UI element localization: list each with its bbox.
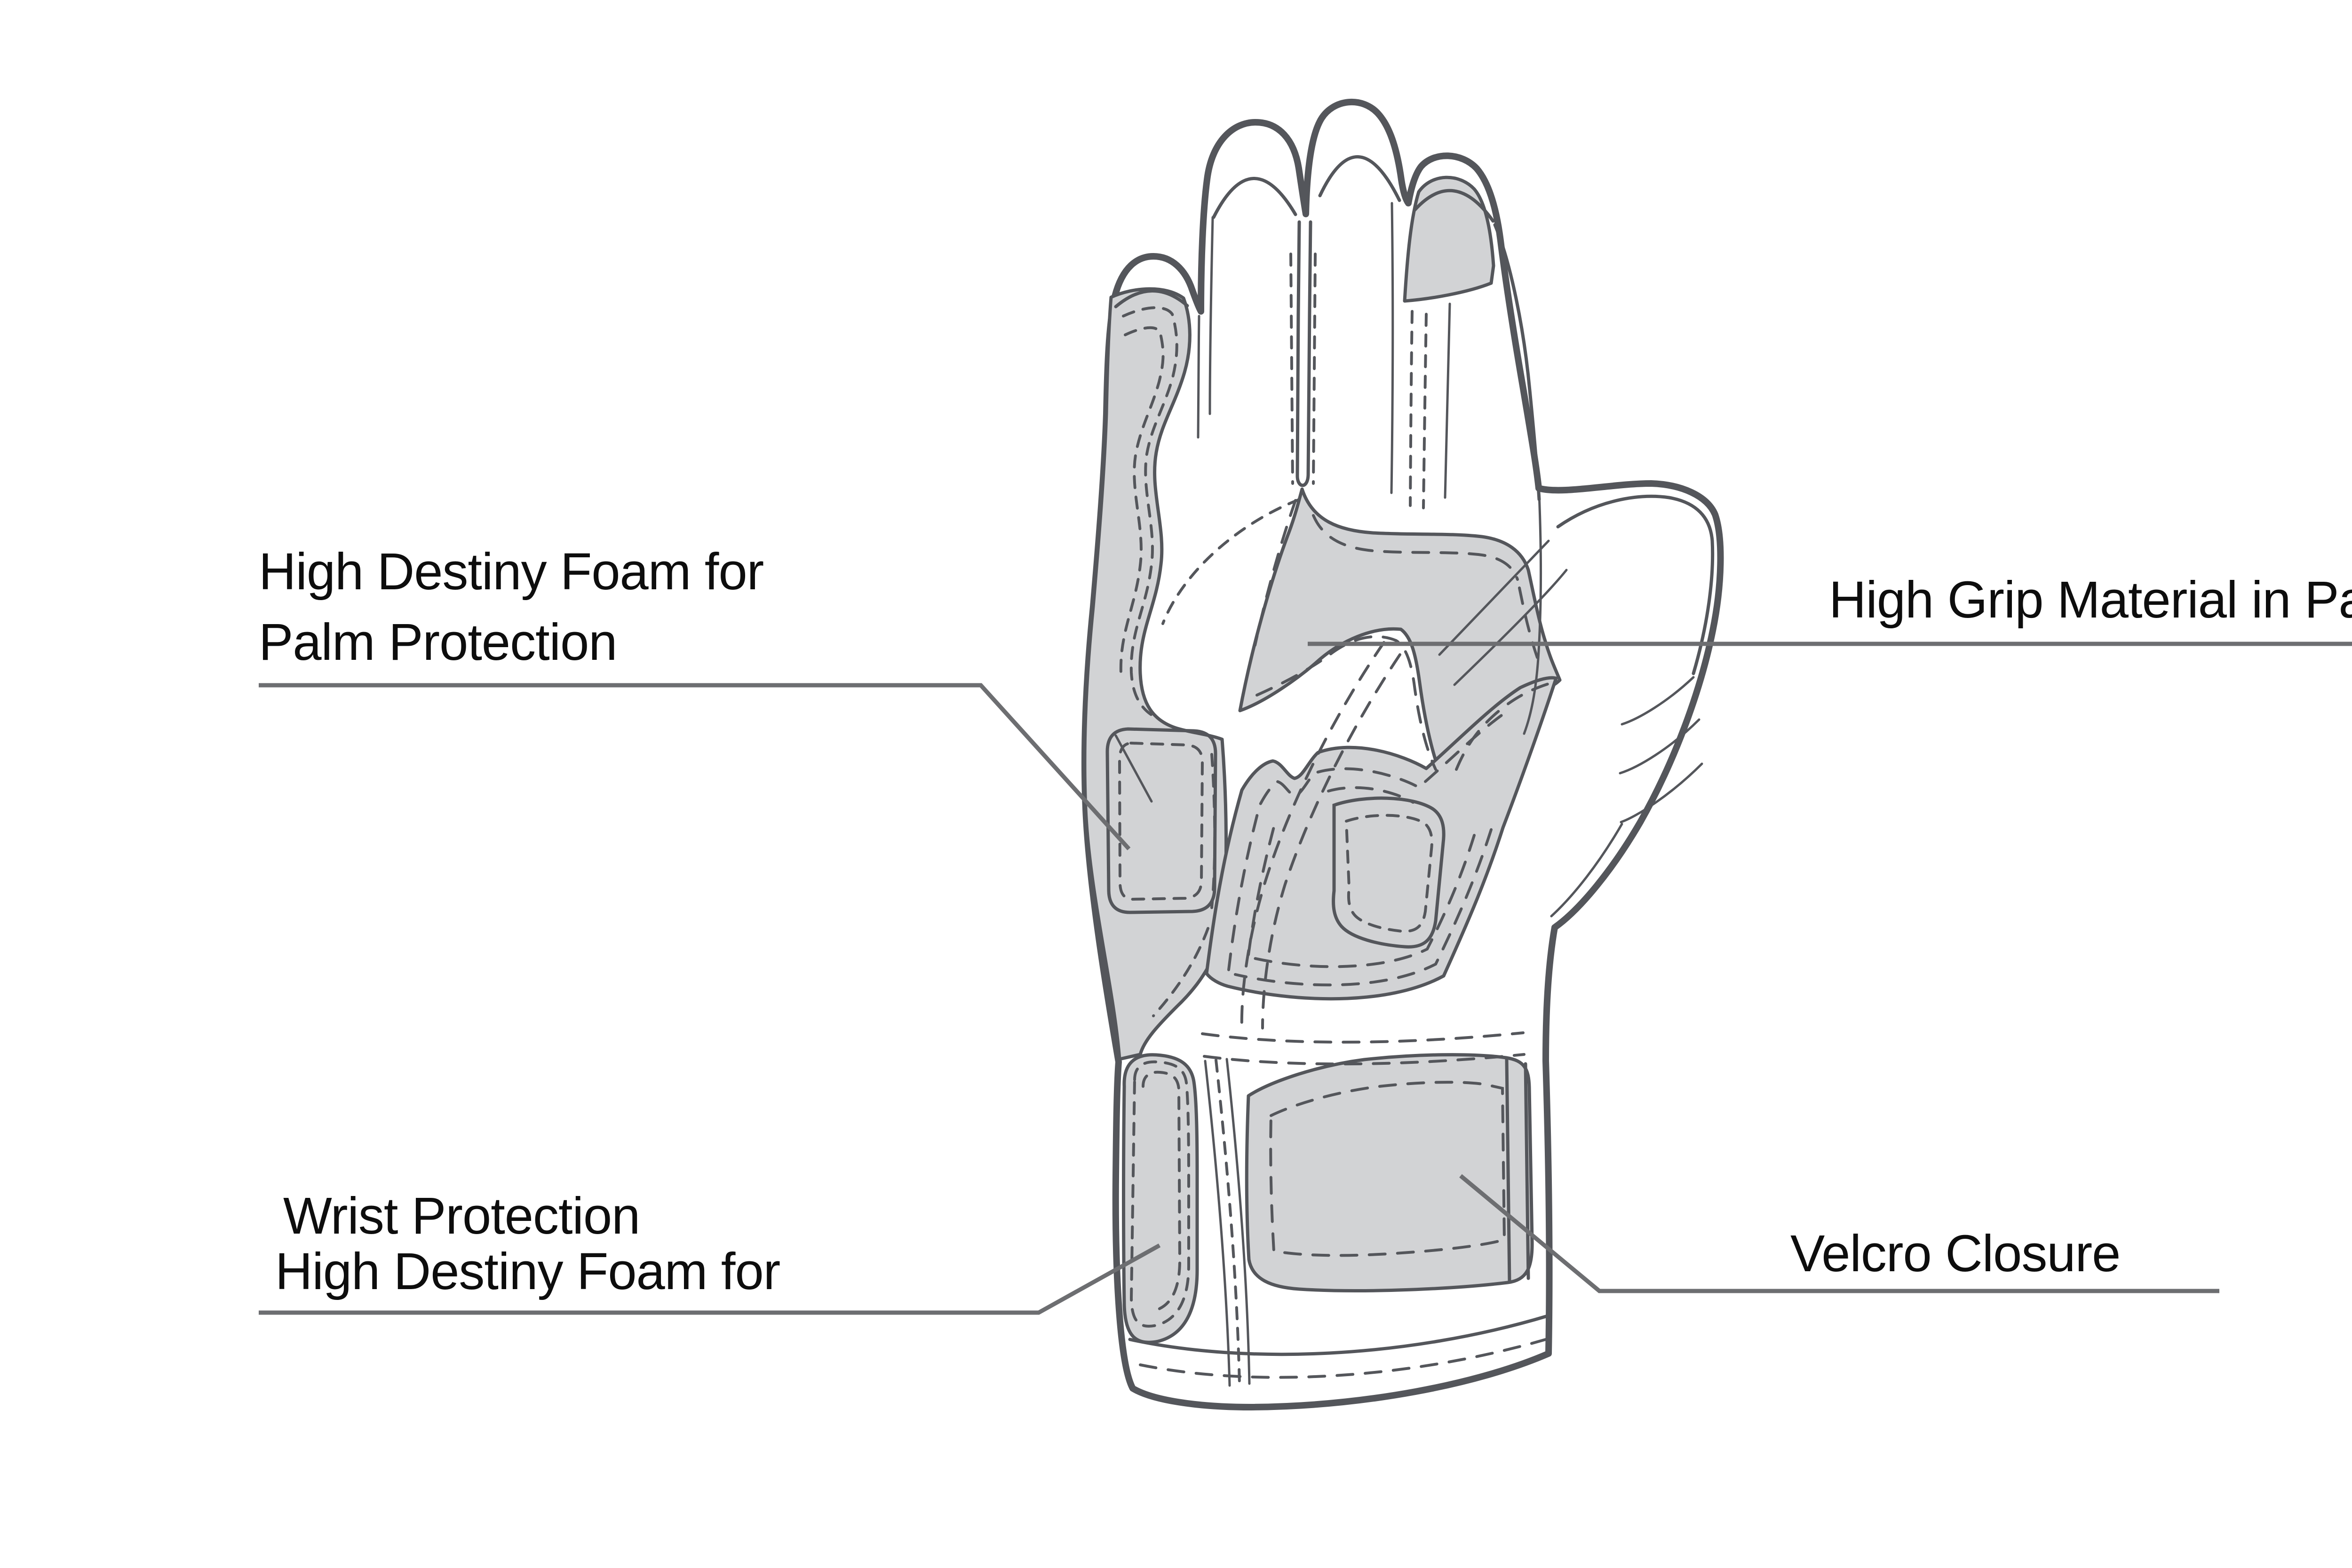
callout-grip-material: High Grip Material in Palm: [1829, 571, 2352, 629]
leader-top-left: [259, 683, 1131, 851]
velcro-strap: [1245, 1053, 1534, 1292]
thumb-inner-seam: [1556, 494, 1715, 675]
band-stitch-lobe: [1455, 681, 1553, 771]
callout-wrist-line2: High Destiny Foam for: [275, 1243, 780, 1300]
thumb-web-seam-2: [1453, 569, 1568, 686]
thumb-rib-2: [1619, 718, 1700, 775]
palm-lifeline-stitch-1: [1240, 641, 1385, 1031]
velcro-strap-fold: [1505, 1057, 1530, 1284]
fingertip-touch-pad: [1403, 175, 1495, 303]
pinky-valley-seam: [1197, 315, 1200, 439]
ring-inner-seam: [1212, 177, 1297, 219]
velcro-stitch: [1269, 1081, 1506, 1257]
index-edge-stitch-1: [1409, 310, 1414, 507]
pinky-inner-seam: [1114, 289, 1189, 309]
leader-bottom-right: [1459, 1174, 2219, 1293]
wrist-pad-stitch-outer: [1129, 1060, 1190, 1328]
cuff-hem-line: [1128, 1314, 1549, 1356]
hand-edge-inner-seam: [1493, 223, 1541, 501]
palm-heel-pad: [1205, 676, 1558, 1001]
middle-inner-seam: [1318, 155, 1401, 202]
heel-stitch-outer: [1227, 709, 1510, 987]
thumb-web-edge-seam: [1523, 492, 1542, 735]
strip-lower-stitch: [1152, 753, 1216, 1017]
callout-velcro-closure: Velcro Closure: [1790, 1225, 2121, 1283]
hem-stitch: [1139, 1338, 1547, 1379]
cuff-seam-stitch: [1215, 1059, 1241, 1386]
ring-finger-seam: [1208, 216, 1214, 415]
middle-finger-seam: [1390, 202, 1394, 494]
strip-window-stitch: [1118, 741, 1204, 901]
index-edge-stitch-2: [1422, 313, 1428, 509]
leader-lines: [259, 641, 2352, 1315]
thumb-lower-seam: [1550, 823, 1623, 918]
thumb-web-seam-1: [1438, 539, 1550, 656]
wrist-pad-stitch-inner: [1142, 1070, 1182, 1312]
strip-stitch-outer: [1122, 306, 1178, 720]
callout-palm-foam-line2: Palm Protection: [259, 613, 617, 671]
index-center-seam: [1444, 302, 1451, 499]
slit-stitch-right: [1312, 253, 1317, 485]
palm-lifeline-stitch-2: [1261, 653, 1401, 1029]
index-inner-seam: [1413, 189, 1495, 223]
cuff-seam-left: [1204, 1060, 1231, 1387]
callout-wrist-line1: Wrist Protection: [283, 1187, 640, 1245]
thumb-rib-3: [1620, 762, 1703, 824]
band-stitch-wing: [1254, 499, 1297, 647]
stitching: [1118, 253, 1553, 1386]
ring-middle-slit: [1295, 220, 1312, 487]
wrist-stitch-2: [1203, 1053, 1526, 1066]
seam-lines: [1105, 155, 1715, 1387]
callout-palm-foam-line1: High Destiny Foam for: [259, 543, 764, 601]
strip-window: [1105, 727, 1217, 914]
slit-stitch-left: [1289, 253, 1294, 485]
band-stitch-bottom: [1255, 635, 1437, 771]
cuff-seam-right: [1225, 1058, 1251, 1385]
wrist-stitch-1: [1201, 1031, 1525, 1044]
band-left-base-stitch: [1161, 498, 1301, 625]
heel-window-stitch: [1344, 814, 1433, 933]
band-stitch-top: [1312, 514, 1519, 581]
thumb-rib-1: [1621, 676, 1695, 726]
leader-bottom-left: [259, 1243, 1161, 1315]
band-stitch-right: [1518, 586, 1539, 659]
